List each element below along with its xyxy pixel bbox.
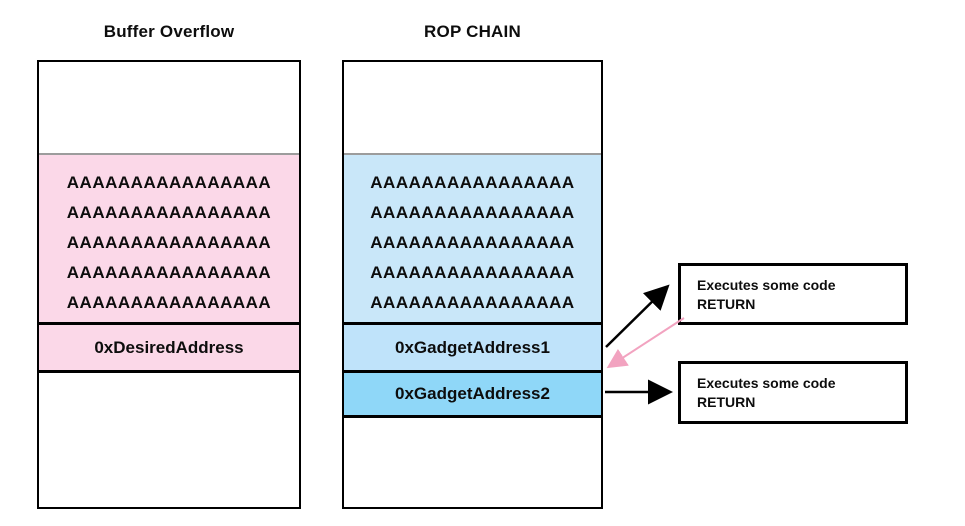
rop-chain-empty-top [344,62,601,153]
gadget-1-return-line: RETURN [697,296,756,312]
gadget-2-code-line: Executes some code [697,375,836,391]
rop-fill-row: AAAAAAAAAAAAAAAA [370,233,575,252]
gadget-address-2-cell: 0xGadgetAddress2 [344,370,601,415]
gadget-2-code-box: Executes some code RETURN [678,361,908,424]
rop-chain-stack: AAAAAAAAAAAAAAAA AAAAAAAAAAAAAAAA AAAAAA… [342,60,603,509]
desired-address-label: 0xDesiredAddress [94,337,244,357]
gadget-address-2-label: 0xGadgetAddress2 [395,384,550,403]
gadget-address-1-cell: 0xGadgetAddress1 [344,322,601,370]
gadget-1-code-line: Executes some code [697,277,836,293]
buffer-overflow-empty-bottom [39,370,299,507]
overflow-fill-row: AAAAAAAAAAAAAAAA [66,263,272,282]
rop-fill-row: AAAAAAAAAAAAAAAA [370,173,575,192]
overflow-fill-row: AAAAAAAAAAAAAAAA [66,203,272,222]
gadget-address-1-label: 0xGadgetAddress1 [395,337,550,357]
rop-fill-row: AAAAAAAAAAAAAAAA [370,293,575,312]
gadget1-to-code-arrow [605,284,670,348]
rop-fill-row: AAAAAAAAAAAAAAAA [370,263,575,282]
buffer-overflow-title: Buffer Overflow [103,22,235,41]
buffer-overflow-stack: AAAAAAAAAAAAAAAA AAAAAAAAAAAAAAAA AAAAAA… [37,60,301,509]
return-to-gadget2-arrow [606,317,685,369]
gadget-2-return-line: RETURN [697,394,756,410]
buffer-overflow-fill-section: AAAAAAAAAAAAAAAA AAAAAAAAAAAAAAAA AAAAAA… [39,153,299,322]
rop-chain-fill-section: AAAAAAAAAAAAAAAA AAAAAAAAAAAAAAAA AAAAAA… [344,153,601,322]
overflow-fill-row: AAAAAAAAAAAAAAAA [66,293,272,312]
buffer-overflow-empty-top [39,62,299,153]
desired-address-cell: 0xDesiredAddress [39,322,299,370]
rop-chain-empty-bottom [344,415,601,507]
rop-fill-row: AAAAAAAAAAAAAAAA [370,203,575,222]
gadget-1-code-box: Executes some code RETURN [678,263,908,325]
overflow-fill-row: AAAAAAAAAAAAAAAA [66,233,272,252]
overflow-fill-row: AAAAAAAAAAAAAAAA [66,173,272,192]
rop-chain-title: ROP CHAIN [424,22,521,41]
